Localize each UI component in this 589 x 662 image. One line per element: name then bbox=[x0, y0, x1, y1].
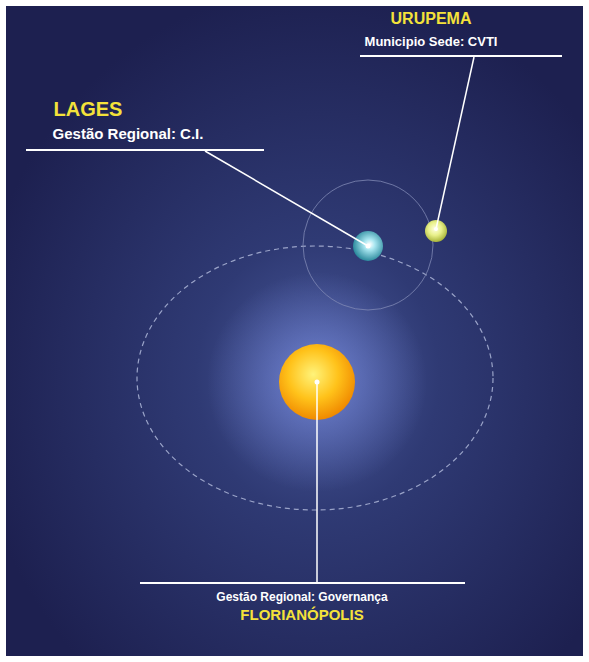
role-text: Gestão Regional: C.I. bbox=[53, 126, 204, 143]
inner-orbit bbox=[303, 180, 433, 310]
leader-line bbox=[205, 151, 368, 246]
outer-orbit bbox=[137, 246, 493, 510]
role-text: Municipio Sede: CVTI bbox=[365, 35, 498, 49]
underline bbox=[140, 582, 465, 584]
background-panel bbox=[6, 6, 583, 656]
town-name: URUPEMA bbox=[391, 10, 472, 28]
role-text: Gestão Regional: Governança bbox=[216, 591, 387, 604]
town-name: LAGES bbox=[54, 98, 123, 120]
leader-line bbox=[316, 382, 318, 582]
underline bbox=[26, 149, 264, 151]
leader-line bbox=[436, 57, 474, 229]
urupema-moon bbox=[425, 220, 447, 242]
town-name: FLORIANÓPOLIS bbox=[240, 607, 363, 624]
underline bbox=[360, 55, 562, 57]
